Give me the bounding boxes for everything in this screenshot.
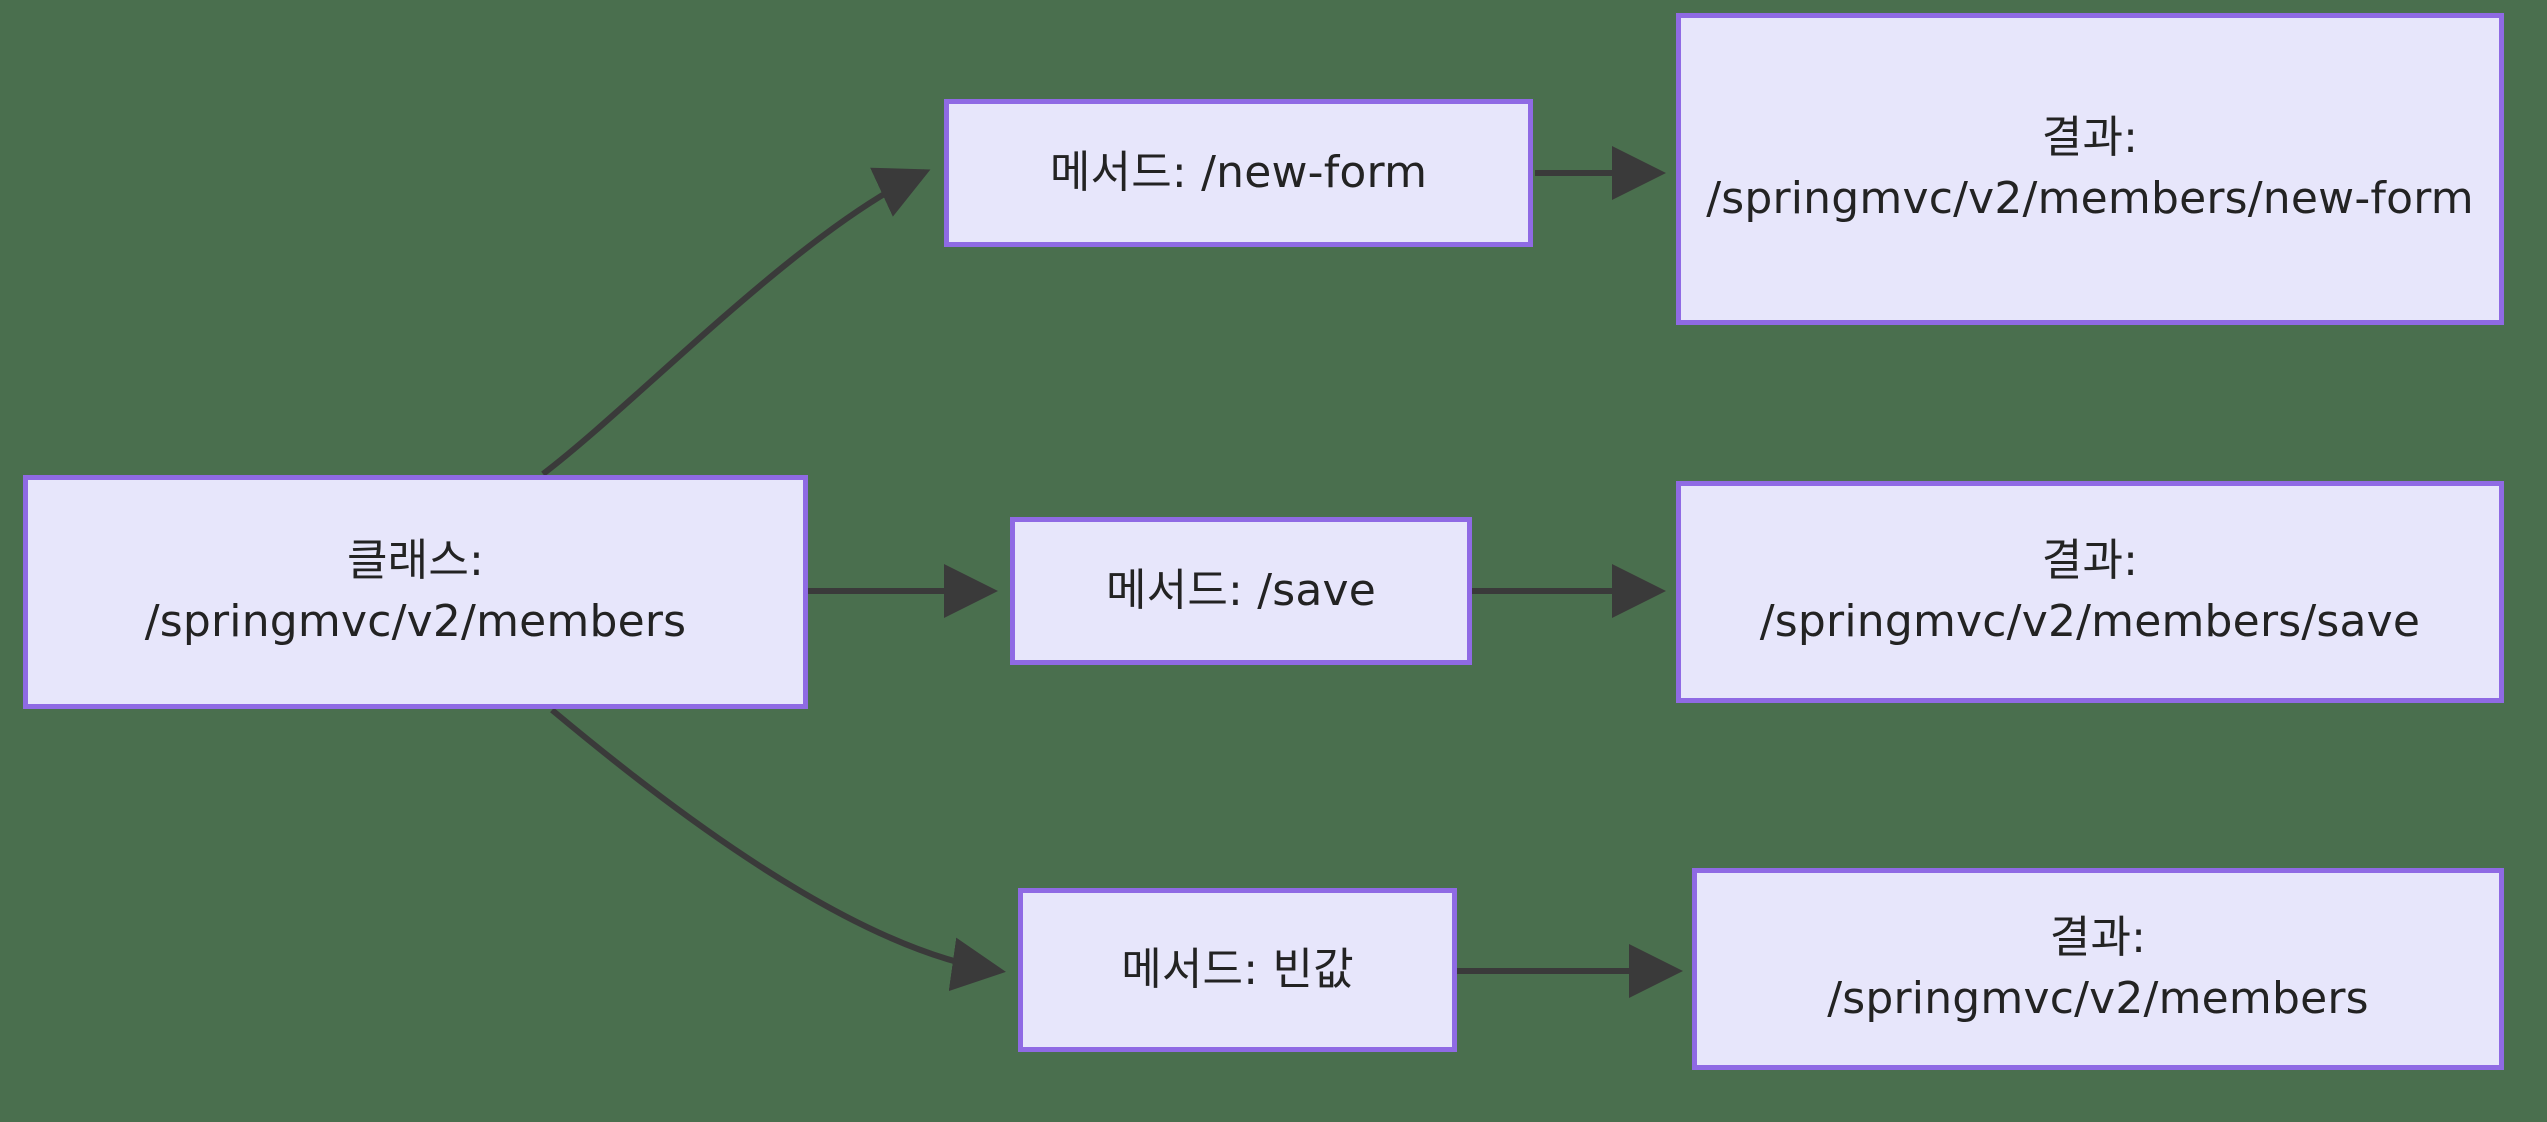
node-result-save-label: 결과: /springmvc/v2/members/save bbox=[1759, 535, 2421, 647]
edge-class-to-method-empty bbox=[550, 707, 1006, 992]
node-method-save-label: 메서드: /save bbox=[1105, 564, 1377, 616]
node-result-members-label: 결과: /springmvc/v2/members bbox=[1827, 912, 2369, 1024]
node-result-members[interactable]: 결과: /springmvc/v2/members bbox=[1692, 868, 2504, 1070]
node-method-empty[interactable]: 메서드: 빈값 bbox=[1018, 888, 1457, 1052]
node-result-new-form[interactable]: 결과: /springmvc/v2/members/new-form bbox=[1676, 13, 2504, 325]
node-method-save[interactable]: 메서드: /save bbox=[1010, 517, 1472, 665]
node-class-mapping-label: 클래스: /springmvc/v2/members bbox=[144, 535, 687, 647]
node-method-empty-label: 메서드: 빈값 bbox=[1121, 943, 1354, 995]
node-method-new-form-label: 메서드: /new-form bbox=[1049, 146, 1428, 198]
node-result-new-form-label: 결과: /springmvc/v2/members/new-form bbox=[1706, 112, 2474, 224]
node-result-save[interactable]: 결과: /springmvc/v2/members/save bbox=[1676, 481, 2504, 703]
edge-class-to-method-newform bbox=[541, 167, 931, 477]
node-class-mapping[interactable]: 클래스: /springmvc/v2/members bbox=[23, 475, 808, 709]
node-method-new-form[interactable]: 메서드: /new-form bbox=[944, 99, 1533, 247]
